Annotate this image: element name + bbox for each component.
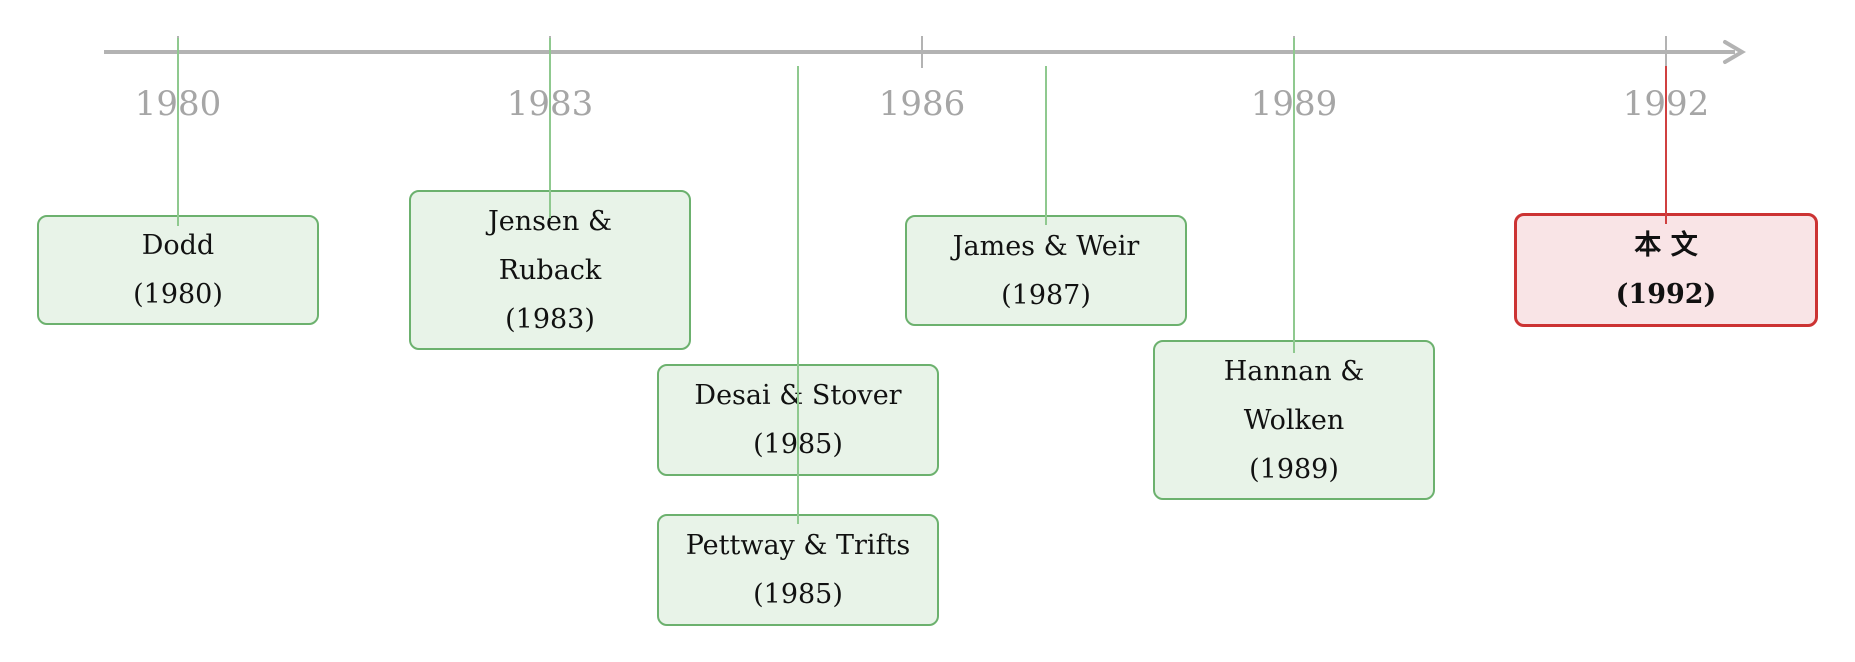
event-year: (1987): [1001, 279, 1091, 311]
event-card-this-paper: 本 文 (1992): [1514, 213, 1818, 327]
leader-line-hannan-wolken: [1293, 38, 1295, 353]
event-card-james-weir: James & Weir (1987): [905, 215, 1187, 326]
event-title-line-2: Wolken: [1243, 404, 1345, 436]
event-card-pettway-trifts: Pettway & Trifts (1985): [657, 514, 939, 626]
event-year: (1983): [505, 303, 595, 335]
event-title: Dodd: [141, 230, 215, 261]
event-title: James & Weir: [952, 230, 1140, 262]
event-year: (1992): [1615, 279, 1717, 310]
axis-arrowhead: [1723, 40, 1746, 64]
event-title: 本 文: [1634, 230, 1698, 261]
event-year: (1989): [1249, 453, 1339, 485]
tick-label-1986: 1986: [878, 84, 966, 124]
leader-line-james-weir: [1045, 66, 1047, 225]
event-title: Pettway & Trifts: [685, 530, 911, 561]
event-year: (1980): [133, 279, 223, 310]
leader-line-desai-pettway: [797, 66, 799, 524]
event-card-hannan-wolken: Hannan & Wolken (1989): [1153, 340, 1435, 500]
event-year: (1985): [753, 579, 843, 610]
event-card-dodd: Dodd (1980): [37, 215, 319, 325]
event-title: Hannan &: [1223, 355, 1365, 387]
event-title-line-2: Ruback: [498, 254, 602, 286]
leader-line-dodd: [177, 38, 179, 226]
leader-line-this-paper: [1665, 66, 1667, 224]
leader-line-jensen-ruback: [549, 38, 551, 218]
